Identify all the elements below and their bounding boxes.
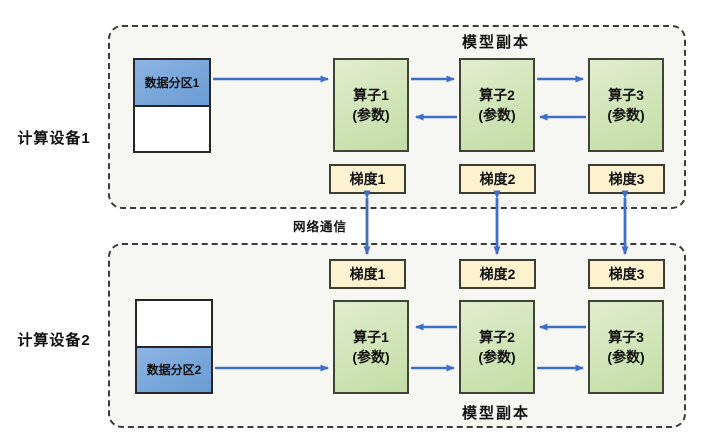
network-communication-label: 网络通信 xyxy=(293,220,348,234)
operator-param: (参数) xyxy=(607,107,645,123)
operator-1-box-device-2: 算子1 (参数) xyxy=(333,300,409,394)
gradient-3-box-device-1: 梯度3 xyxy=(588,164,665,194)
operator-name: 算子1 xyxy=(353,328,389,345)
gradient-2-box-device-2: 梯度2 xyxy=(459,259,536,289)
device-2-label: 计算设备2 xyxy=(17,332,91,349)
operator-3-box-device-1: 算子3 (参数) xyxy=(588,58,664,152)
empty-partition-cell xyxy=(135,107,209,152)
data-partition-stack-device-2: 数据分区2 xyxy=(135,299,213,394)
operator-name: 算子3 xyxy=(608,86,644,103)
gradient-1-box-device-1: 梯度1 xyxy=(329,164,406,194)
empty-partition-cell xyxy=(137,301,211,348)
operator-2-box-device-2: 算子2 (参数) xyxy=(459,300,535,394)
operator-1-box-device-1: 算子1 (参数) xyxy=(333,58,409,152)
data-partition-2-cell: 数据分区2 xyxy=(137,347,211,392)
data-partition-2-label: 数据分区2 xyxy=(146,363,202,378)
gradient-label: 梯度2 xyxy=(479,266,516,282)
operator-param: (参数) xyxy=(352,107,390,123)
operator-param: (参数) xyxy=(607,349,645,365)
operator-name: 算子2 xyxy=(479,86,515,103)
gradient-2-box-device-1: 梯度2 xyxy=(459,164,536,194)
operator-param: (参数) xyxy=(478,107,516,123)
gradient-label: 梯度3 xyxy=(608,171,645,187)
device-1-label: 计算设备1 xyxy=(17,130,91,147)
gradient-label: 梯度1 xyxy=(349,171,386,187)
gradient-label: 梯度3 xyxy=(608,266,645,282)
gradient-3-box-device-2: 梯度3 xyxy=(588,259,665,289)
data-partition-1-label: 数据分区1 xyxy=(144,75,200,90)
gradient-label: 梯度1 xyxy=(349,266,386,282)
operator-3-box-device-2: 算子3 (参数) xyxy=(588,300,664,394)
model-replica-label-device-1: 模型副本 xyxy=(461,34,530,51)
gradient-1-box-device-2: 梯度1 xyxy=(329,259,406,289)
operator-name: 算子2 xyxy=(479,328,515,345)
operator-name: 算子3 xyxy=(608,328,644,345)
gradient-label: 梯度2 xyxy=(479,171,516,187)
operator-param: (参数) xyxy=(352,349,390,365)
data-partition-stack-device-1: 数据分区1 xyxy=(133,58,211,153)
operator-2-box-device-1: 算子2 (参数) xyxy=(459,58,535,152)
data-partition-1-cell: 数据分区1 xyxy=(135,60,209,107)
operator-name: 算子1 xyxy=(353,86,389,103)
operator-param: (参数) xyxy=(478,349,516,365)
model-replica-label-device-2: 模型副本 xyxy=(461,405,530,422)
